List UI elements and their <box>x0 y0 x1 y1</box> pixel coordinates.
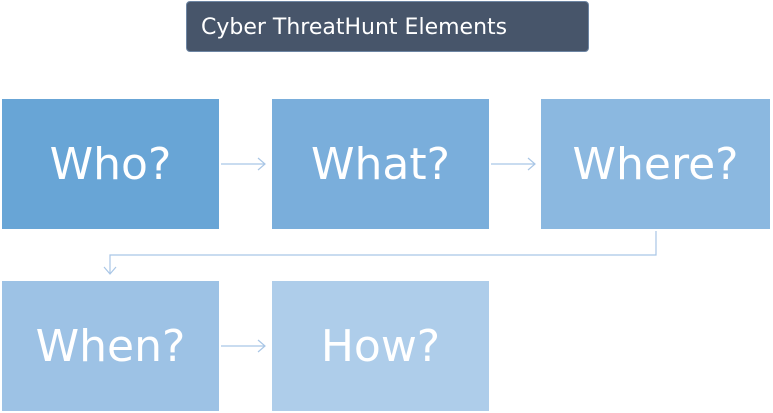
step-when: When? <box>2 281 219 411</box>
diagram-title: Cyber ThreatHunt Elements <box>186 1 589 52</box>
arrow-when-to-how <box>221 339 266 353</box>
arrow-where-to-when <box>103 231 657 275</box>
step-who: Who? <box>2 99 219 229</box>
step-where: Where? <box>541 99 770 229</box>
arrow-who-to-what <box>221 157 266 171</box>
arrow-what-to-where <box>491 157 536 171</box>
step-what: What? <box>272 99 489 229</box>
step-how: How? <box>272 281 489 411</box>
